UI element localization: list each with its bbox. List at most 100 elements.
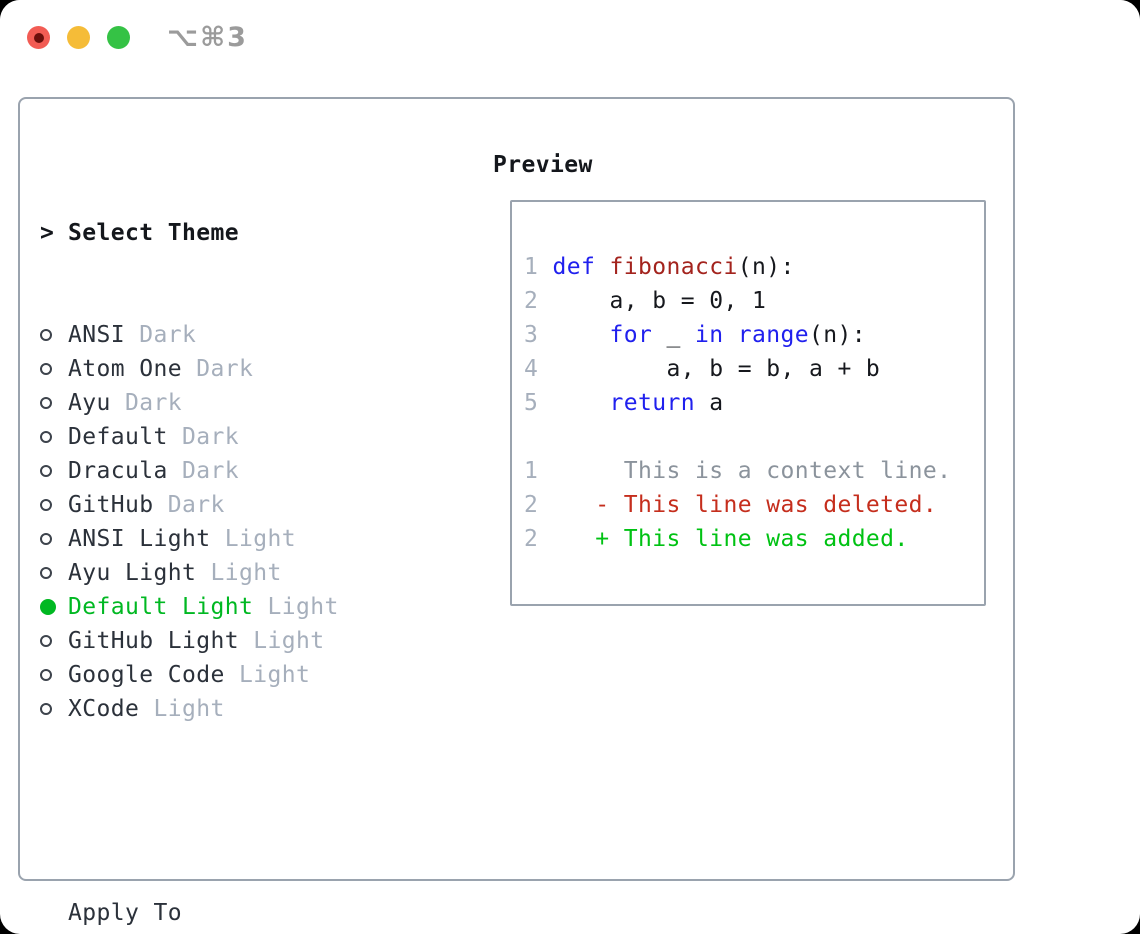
preview-code-line: 2 - This line was deleted. bbox=[524, 488, 972, 522]
spacer bbox=[40, 794, 510, 828]
variant-badge: Light bbox=[210, 526, 296, 552]
code-segment-plain bbox=[724, 322, 738, 348]
line-number: 1 bbox=[524, 254, 539, 280]
radio-icon bbox=[40, 431, 52, 443]
cursor-marker: > bbox=[40, 220, 55, 246]
preview-code-line: 1 def fibonacci(n): bbox=[524, 250, 972, 284]
line-number: 5 bbox=[524, 390, 539, 416]
option-label: GitHub Light bbox=[68, 628, 239, 654]
radio-icon bbox=[40, 635, 52, 647]
preview-code-line: 1 This is a context line. bbox=[524, 454, 972, 488]
radio-icon bbox=[40, 669, 52, 681]
code-segment-kw: def bbox=[552, 254, 596, 280]
radio-icon bbox=[40, 703, 52, 715]
variant-badge: Light bbox=[253, 594, 339, 620]
code-segment-fn: fibonacci bbox=[609, 254, 738, 280]
preview-code-line: 2 a, b = 0, 1 bbox=[524, 284, 972, 318]
apply-to-header: Apply To bbox=[40, 896, 510, 930]
theme-option[interactable]: ANSI Dark bbox=[40, 318, 510, 352]
code-segment-plain: _ bbox=[652, 322, 695, 348]
select-theme-header: > Select Theme bbox=[40, 216, 510, 250]
minimize-button[interactable] bbox=[67, 26, 90, 49]
radio-icon bbox=[40, 397, 52, 409]
line-number: 2 bbox=[524, 526, 539, 552]
radio-icon bbox=[40, 363, 52, 375]
theme-option[interactable]: Dracula Dark bbox=[40, 454, 510, 488]
line-number: 3 bbox=[524, 322, 539, 348]
preview-code-line: 2 + This line was added. bbox=[524, 522, 972, 556]
option-label: Google Code bbox=[68, 662, 225, 688]
theme-option[interactable]: ANSI Light Light bbox=[40, 522, 510, 556]
code-segment-plain: a, b = 0, 1 bbox=[538, 288, 767, 314]
code-segment-kw: in bbox=[695, 322, 724, 348]
line-number: 2 bbox=[524, 492, 539, 518]
window-title: ⌥⌘3 bbox=[167, 22, 248, 53]
option-label: ANSI Light bbox=[68, 526, 211, 552]
apply-to-title: Apply To bbox=[68, 900, 182, 926]
code-segment-plain bbox=[595, 254, 609, 280]
variant-badge: Dark bbox=[181, 356, 254, 382]
option-label: XCode bbox=[68, 696, 140, 722]
code-segment-kw: for bbox=[609, 322, 653, 348]
theme-option[interactable]: XCode Light bbox=[40, 692, 510, 726]
variant-badge: Light bbox=[224, 662, 311, 688]
theme-option[interactable]: Google Code Light bbox=[40, 658, 510, 692]
theme-option[interactable]: Default Light Light bbox=[40, 590, 510, 624]
preview-code-line bbox=[524, 420, 972, 454]
option-label: GitHub bbox=[68, 492, 154, 518]
variant-badge: Light bbox=[238, 628, 325, 654]
variant-badge: Light bbox=[139, 696, 225, 722]
code-segment-kw: range bbox=[737, 322, 809, 348]
title-bar: ⌥⌘3 bbox=[0, 0, 1140, 97]
preview-code-line: 3 for _ in range(n): bbox=[524, 318, 972, 352]
line-number: 2 bbox=[524, 288, 539, 314]
variant-badge: Dark bbox=[167, 458, 239, 484]
code-segment-plain bbox=[538, 254, 552, 280]
radio-icon bbox=[40, 329, 52, 341]
preview-code-line: 5 return a bbox=[524, 386, 972, 420]
code-segment-add: + This line was added. bbox=[538, 526, 909, 552]
option-label: Ayu bbox=[68, 390, 111, 416]
variant-badge: Dark bbox=[125, 322, 197, 348]
radio-icon bbox=[40, 567, 52, 579]
code-segment-del: - This line was deleted. bbox=[538, 492, 938, 518]
option-label: Ayu Light bbox=[68, 560, 197, 586]
theme-option[interactable]: Ayu Light Light bbox=[40, 556, 510, 590]
close-button[interactable] bbox=[27, 26, 50, 49]
theme-option[interactable]: Ayu Dark bbox=[40, 386, 510, 420]
variant-badge: Dark bbox=[167, 424, 239, 450]
zoom-button[interactable] bbox=[107, 26, 130, 49]
code-segment-plain: a, b = b, a + b bbox=[538, 356, 881, 382]
variant-badge: Dark bbox=[153, 492, 225, 518]
radio-icon bbox=[40, 499, 52, 511]
line-number: 4 bbox=[524, 356, 539, 382]
selected-radio-icon bbox=[40, 599, 56, 615]
variant-badge: Light bbox=[196, 560, 282, 586]
code-segment-plain bbox=[538, 390, 609, 416]
theme-option[interactable]: GitHub Dark bbox=[40, 488, 510, 522]
variant-badge: Dark bbox=[110, 390, 182, 416]
preview-title: Preview bbox=[493, 152, 593, 178]
line-number: 1 bbox=[524, 458, 539, 484]
theme-option[interactable]: Atom One Dark bbox=[40, 352, 510, 386]
option-label: Default Light bbox=[68, 594, 254, 620]
select-theme-title: Select Theme bbox=[68, 220, 239, 246]
option-label: Atom One bbox=[68, 356, 182, 382]
option-label: ANSI bbox=[68, 322, 125, 348]
theme-option[interactable]: GitHub Light Light bbox=[40, 624, 510, 658]
code-segment-plain: (n): bbox=[809, 322, 866, 348]
preview-code-line: 4 a, b = b, a + b bbox=[524, 352, 972, 386]
option-label: Dracula bbox=[68, 458, 168, 484]
code-segment-ctx: This is a context line. bbox=[538, 458, 952, 484]
code-segment-kw: return bbox=[609, 390, 695, 416]
code-segment-plain: (n): bbox=[737, 254, 795, 280]
radio-icon bbox=[40, 465, 52, 477]
theme-option[interactable]: Default Dark bbox=[40, 420, 510, 454]
code-segment-plain bbox=[538, 322, 609, 348]
radio-icon bbox=[40, 533, 52, 545]
code-segment-plain: a bbox=[694, 390, 724, 416]
